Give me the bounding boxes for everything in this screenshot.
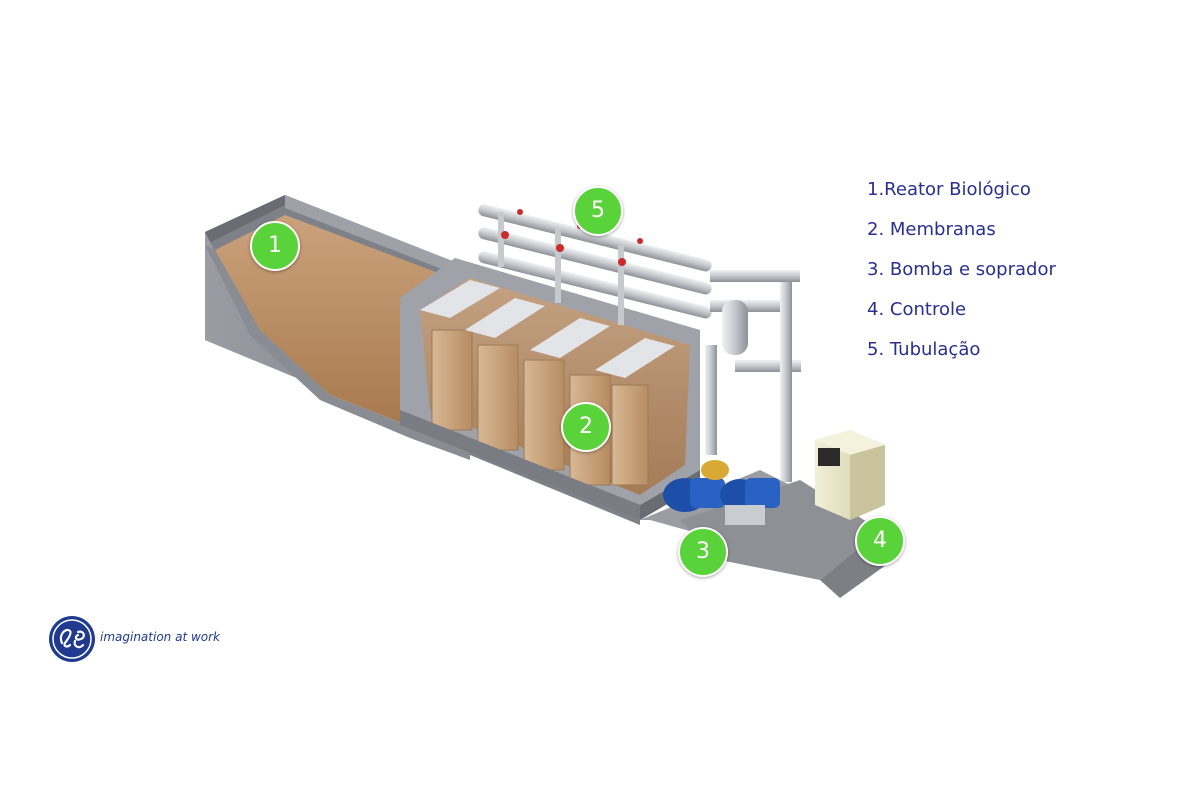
marker-2-membranes: 2 bbox=[561, 402, 611, 452]
legend-item-5: 5. Tubulação bbox=[867, 339, 981, 360]
legend-item-4: 4. Controle bbox=[867, 299, 967, 320]
marker-5-piping: 5 bbox=[573, 186, 623, 236]
marker-4-control: 4 bbox=[855, 516, 905, 566]
ge-tagline: imagination at work bbox=[100, 630, 220, 644]
legend-item-3: 3. Bomba e soprador bbox=[867, 259, 1056, 280]
legend: 1.Reator Biológico 2. Membranas 3. Bomba… bbox=[867, 175, 1056, 375]
marker-3-pump-blower: 3 bbox=[678, 527, 728, 577]
marker-1-bioreactor: 1 bbox=[250, 221, 300, 271]
legend-item-1: 1.Reator Biológico bbox=[867, 179, 1031, 200]
piping bbox=[478, 204, 801, 482]
control-panel bbox=[815, 430, 885, 520]
ge-monogram-icon bbox=[49, 616, 95, 662]
legend-item-2: 2. Membranas bbox=[867, 219, 996, 240]
ge-logo: imagination at work bbox=[48, 615, 228, 665]
